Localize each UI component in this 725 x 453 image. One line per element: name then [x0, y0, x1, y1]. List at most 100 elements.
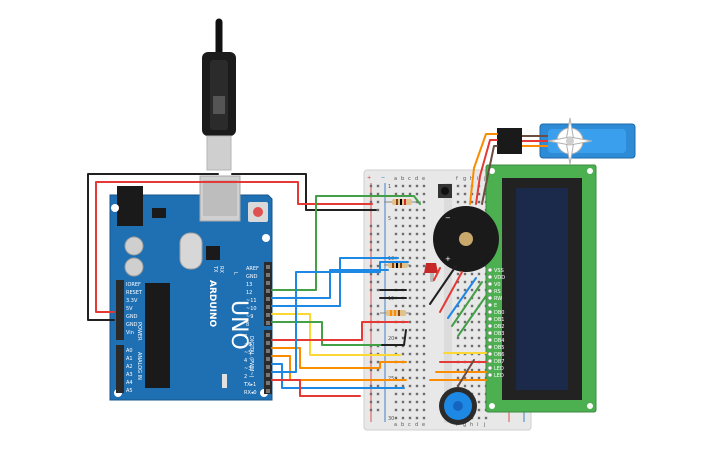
- digital-pin-label: TX▸1: [243, 382, 256, 388]
- breadboard-col-label: f: [456, 422, 458, 428]
- wire-g: [271, 363, 405, 389]
- rail-minus-label: −: [381, 175, 385, 181]
- analog-pin-label: A1: [126, 356, 133, 362]
- wire-gnd: [87, 173, 219, 321]
- digital-pin-label: ~10: [246, 306, 257, 312]
- l-led-label: L: [232, 272, 238, 275]
- analog-pin-label: A4: [126, 380, 133, 386]
- digital-pin-label: 2: [244, 374, 247, 380]
- svg-text:+: +: [445, 255, 451, 263]
- digital-pin-label: 13: [246, 282, 252, 288]
- breadboard-col-label: h: [470, 176, 473, 182]
- digital-pin-label: GND: [246, 274, 258, 280]
- wire-button: [271, 195, 421, 291]
- wire-b: [271, 313, 401, 356]
- digital-pin-label: ~3: [244, 366, 251, 372]
- breadboard-row-label: 30: [388, 416, 394, 422]
- power-pin-label: RESET: [126, 290, 143, 296]
- analog-pin-label: A5: [126, 388, 133, 394]
- servo-connector: [497, 128, 522, 154]
- digital-pin-label: RX◂0: [244, 390, 257, 396]
- power-pin-label: IOREF: [126, 282, 141, 288]
- lcd-pin-label: LED: [494, 366, 504, 372]
- wire-buzz1: [429, 265, 457, 305]
- lcd-pin-label: LED: [494, 373, 504, 379]
- onboard-switch: [222, 374, 227, 388]
- breadboard-col-label: j: [483, 176, 485, 182]
- digital-pin-label: 8: [246, 322, 249, 328]
- wire-5v: [95, 181, 233, 313]
- wire-j: [381, 329, 407, 346]
- resistor: [384, 262, 410, 268]
- wire-led2: [433, 267, 441, 281]
- digital-pin-label: ~11: [246, 298, 257, 304]
- wire-h: [271, 261, 409, 373]
- board-brand: ARDUINO: [207, 280, 217, 328]
- lcd-pin-label: DB3: [494, 331, 504, 337]
- wire-gnd-rail: [231, 173, 377, 211]
- analog-pin-label: A2: [126, 364, 133, 370]
- power-label: POWER: [136, 322, 142, 341]
- breadboard-row-label: 20: [388, 336, 394, 342]
- breadboard-col-label: f: [456, 176, 458, 182]
- analog-label: ANALOG IN: [136, 352, 142, 380]
- breadboard-row-label: 1: [388, 184, 391, 190]
- lcd-pin-column: VSSVDDV0RSRWEDB0DB1DB2DB3DB4DB5DB6DB7LED…: [487, 267, 505, 379]
- wire-lcd3: [457, 295, 487, 337]
- breadboard-col-label: b: [401, 422, 404, 428]
- wire-buzz2: [439, 271, 463, 313]
- wire-led: [271, 269, 389, 299]
- breadboard-col-label: d: [415, 176, 418, 182]
- rail-plus-label: +: [367, 175, 371, 181]
- breadboard-col-label: d: [415, 422, 418, 428]
- rx-label: RX: [218, 266, 224, 273]
- regulator-chip: [206, 246, 220, 260]
- analog-pin-label: A3: [126, 372, 133, 378]
- wire-i: [271, 379, 361, 397]
- breadboard-col-label: e: [422, 422, 425, 428]
- crystal: [179, 232, 203, 270]
- servo-motor: [497, 117, 636, 165]
- resistor: [384, 199, 421, 205]
- wire-servo-signal: [469, 133, 498, 205]
- lcd-pin-label: E: [494, 303, 497, 309]
- power-pin-label: 5V: [126, 306, 133, 312]
- lcd-pin-label: VSS: [494, 268, 504, 274]
- power-jack: [117, 186, 143, 226]
- board-name: UNO: [226, 300, 251, 350]
- atmega-chip: [145, 283, 170, 388]
- red-led: [424, 263, 438, 282]
- power-header: [116, 280, 124, 340]
- capacitor: [124, 236, 144, 256]
- lcd-pin-label: DB1: [494, 317, 504, 323]
- lcd-screen: [516, 188, 568, 390]
- power-pin-label: GND: [126, 314, 138, 320]
- tx-label: TX: [212, 265, 218, 273]
- lcd-pin-label: RW: [494, 296, 502, 302]
- digital-pin-label: 4: [244, 358, 247, 364]
- breadboard-col-label: i: [477, 422, 478, 428]
- breadboard-col-label: a: [394, 422, 397, 428]
- wire-lcd2: [451, 281, 483, 327]
- lcd-pin-label: DB2: [494, 324, 504, 330]
- piezo-buzzer: − +: [433, 206, 499, 272]
- power-pin-label: GND: [126, 322, 138, 328]
- breadboard-col-label: b: [401, 176, 404, 182]
- digital-pin-label: 7: [244, 334, 247, 340]
- lcd-pin-label: DB7: [494, 359, 504, 365]
- digital-pin-label: ~9: [246, 314, 253, 320]
- lcd-pin-label: RS: [494, 289, 501, 295]
- breadboard-col-label: h: [470, 422, 473, 428]
- lcd-pin-label: VDD: [494, 275, 505, 281]
- lcd-pin-label: DB0: [494, 310, 504, 316]
- lcd-pin-label: V0: [494, 282, 501, 288]
- potentiometer[interactable]: [439, 387, 477, 425]
- digital-header-bottom: [264, 330, 272, 394]
- breadboard-col-label: c: [408, 176, 411, 182]
- wires: [87, 133, 498, 397]
